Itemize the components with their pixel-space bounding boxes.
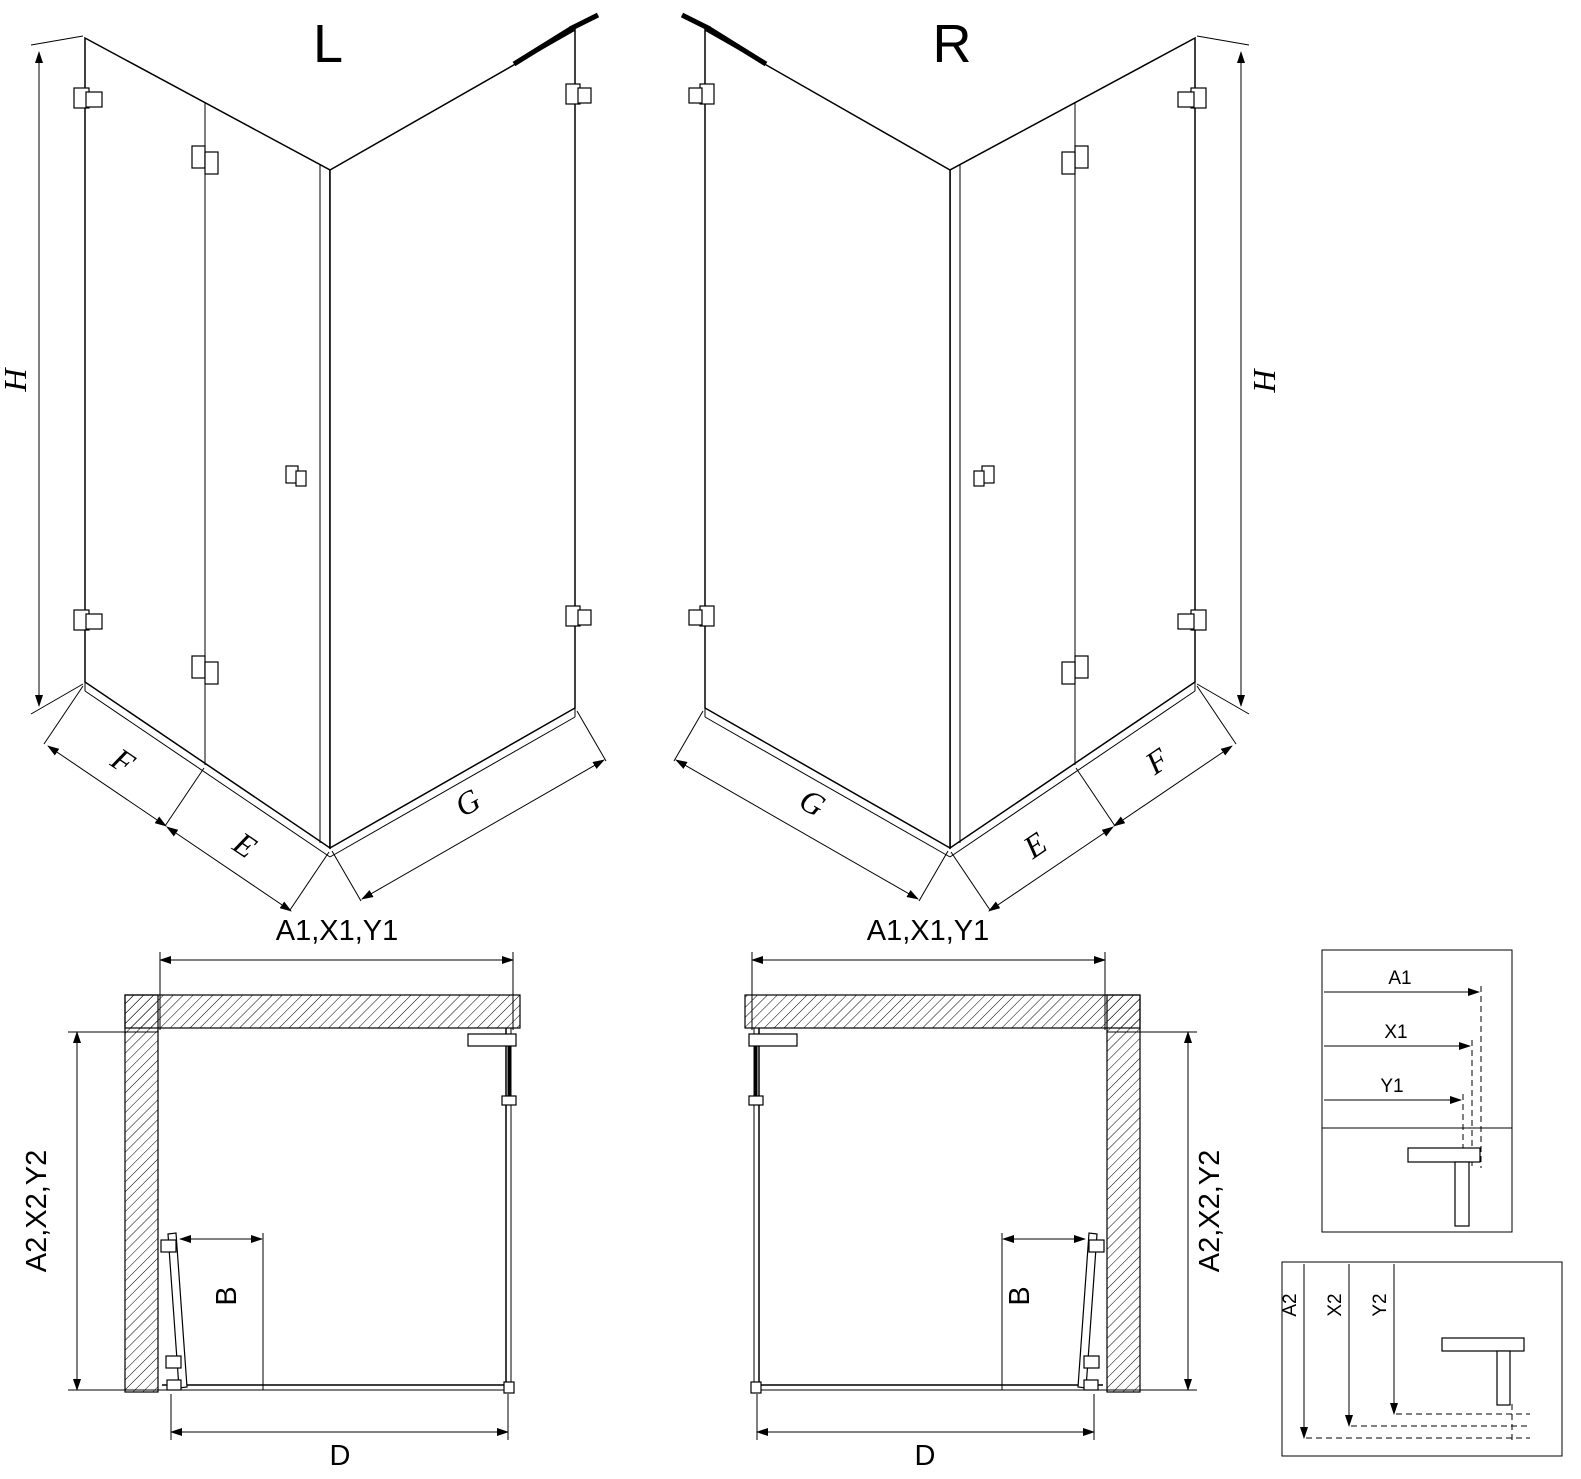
dim-f-label: F: [104, 740, 142, 782]
dim-f-label: F: [1138, 740, 1176, 782]
variant-title-left: L: [313, 14, 343, 74]
wall-right: [1106, 994, 1141, 1393]
wall-bracket: [565, 605, 592, 627]
dimension-width-top: A1,X1,Y1: [159, 915, 514, 1030]
support-arm: [512, 12, 600, 67]
plan-view-right: A1,X1,Y1 A2,X2,Y2 B D: [744, 915, 1226, 1472]
dimension-height: H: [1196, 35, 1283, 715]
detail-y2-label: Y2: [1370, 1293, 1391, 1316]
plan-view-left: A1,X1,Y1 A2,X2,Y2 B D: [21, 915, 521, 1472]
side-wall-panel: [329, 28, 576, 850]
height-label: H: [0, 367, 33, 393]
detail-y1-label: Y1: [1380, 1076, 1403, 1097]
door-leaf-open: [160, 1232, 188, 1391]
side-wall-panel: [704, 28, 951, 850]
wall-bracket: [73, 609, 103, 631]
detail-x2-label: X2: [1325, 1293, 1346, 1316]
dim-g-label: G: [448, 781, 486, 824]
hinge: [1061, 145, 1089, 175]
hinge: [191, 145, 219, 175]
wall-bracket: [1177, 87, 1207, 109]
wall-bracket: [688, 605, 715, 627]
wall-top: [744, 994, 1141, 1029]
wall-bracket: [565, 83, 592, 105]
wall-left: [124, 994, 159, 1393]
wall-bracket: [73, 87, 103, 109]
dim-g-label: G: [793, 781, 831, 824]
wall-profile-section: [1407, 1147, 1481, 1227]
variant-title-right: R: [933, 14, 972, 74]
dim-e-label: E: [1016, 824, 1054, 866]
wall-bracket: [688, 83, 715, 105]
hinge: [191, 655, 219, 685]
support-arm: [467, 1033, 517, 1106]
door-leaf-open: [1077, 1232, 1105, 1391]
detail-x1-label: X1: [1384, 1022, 1407, 1043]
dimension-height: H: [0, 35, 84, 715]
depth-label: A2,X2,Y2: [21, 1150, 53, 1273]
detail-depth-reference: A2 X2 Y2: [1280, 1261, 1563, 1457]
width-label: A1,X1,Y1: [867, 915, 990, 947]
wall-profile-section: [1441, 1337, 1525, 1406]
hinge: [1061, 655, 1089, 685]
dimension-depth-side: A2,X2,Y2: [21, 1031, 162, 1391]
dim-e-label: E: [226, 824, 264, 866]
glass-panel-right: [505, 1028, 512, 1392]
wall-bracket: [1177, 609, 1207, 631]
support-arm: [748, 1033, 798, 1106]
detail-width-reference: A1 X1 Y1: [1321, 949, 1513, 1233]
dimension-base: D: [170, 1394, 509, 1472]
wall-top: [124, 994, 521, 1029]
dimension-entry: B: [179, 1233, 264, 1390]
dimension-depth-side: A2,X2,Y2: [1103, 1031, 1226, 1391]
entry-label: B: [1004, 1286, 1036, 1305]
support-arm: [680, 12, 768, 67]
base-label: D: [915, 1440, 936, 1472]
dimension-base: D: [756, 1394, 1095, 1472]
entry-label: B: [211, 1286, 243, 1305]
dimension-entry: B: [1001, 1233, 1086, 1390]
door-handle: [285, 465, 307, 487]
glass-panel-bottom: [750, 1381, 1103, 1394]
detail-a1-label: A1: [1388, 968, 1411, 989]
glass-panel-left: [753, 1028, 760, 1392]
depth-label: A2,X2,Y2: [1194, 1150, 1226, 1273]
isometric-view-right: R: [673, 12, 1283, 912]
dimension-width-top: A1,X1,Y1: [751, 915, 1106, 1030]
width-label: A1,X1,Y1: [276, 915, 399, 947]
base-label: D: [330, 1440, 351, 1472]
glass-panel-bottom: [162, 1381, 515, 1394]
height-label: H: [1247, 367, 1283, 393]
detail-a2-label: A2: [1280, 1293, 1301, 1316]
door-handle: [973, 465, 995, 487]
isometric-view-left: L: [0, 12, 607, 912]
